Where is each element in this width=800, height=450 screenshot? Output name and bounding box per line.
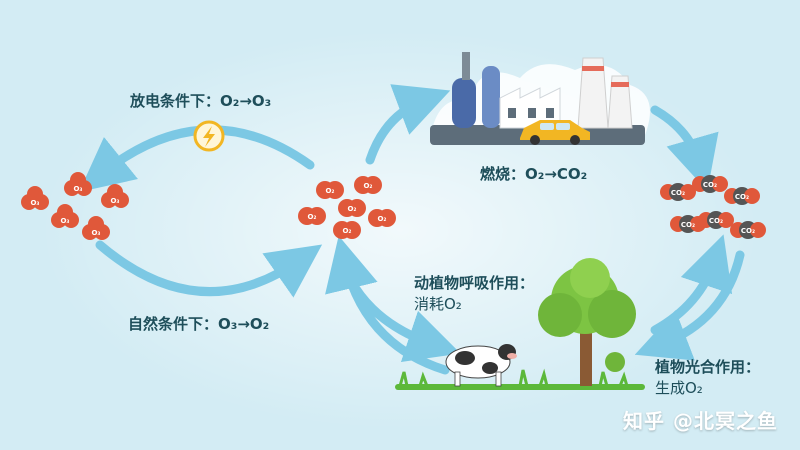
molecule-label: O₂ bbox=[377, 215, 386, 223]
molecule-label: O₂ bbox=[325, 187, 334, 195]
molecule-label: CO₂ bbox=[709, 217, 723, 225]
o3-molecule: O₃ bbox=[101, 184, 129, 208]
molecule-label: O₃ bbox=[73, 185, 82, 193]
tree-icon bbox=[538, 258, 636, 386]
molecule-label: O₂ bbox=[363, 182, 372, 190]
molecule-label: CO₂ bbox=[703, 181, 717, 189]
label-photosynthesis-title: 植物光合作用： bbox=[655, 358, 761, 376]
o2-molecule: O₂ bbox=[368, 209, 396, 227]
o2-molecule: O₂ bbox=[316, 181, 344, 199]
co2-molecule: CO₂ bbox=[698, 211, 734, 229]
co2-molecule: CO₂ bbox=[730, 221, 766, 239]
label-burning: 燃烧：O₂→CO₂ bbox=[480, 165, 588, 183]
molecule-label: O₃ bbox=[60, 217, 69, 225]
co2-molecule: CO₂ bbox=[692, 175, 728, 193]
car-icon bbox=[520, 120, 590, 145]
label-photosynthesis-sub: 生成O₂ bbox=[655, 379, 703, 397]
label-discharge: 放电条件下：O₂→O₃ bbox=[130, 92, 272, 110]
molecule-group-left: O₃ O₃ O₃ O₃ O₃ bbox=[21, 172, 129, 240]
o2-molecule: O₂ bbox=[338, 199, 366, 217]
molecule-label: O₂ bbox=[307, 213, 316, 221]
lightning-icon bbox=[193, 120, 225, 152]
watermark: 知乎 @北冥之鱼 bbox=[623, 409, 778, 433]
molecule-group-right: CO₂ CO₂ CO₂ CO₂ CO₂ CO₂ bbox=[660, 175, 766, 239]
arrow-to-factory bbox=[365, 84, 451, 165]
molecule-label: CO₂ bbox=[671, 189, 685, 197]
arrow-factory-to-co2 bbox=[650, 105, 719, 191]
arrow-o3-to-o2 bbox=[95, 240, 323, 298]
molecule-label: O₃ bbox=[30, 199, 39, 207]
molecule-label: CO₂ bbox=[741, 227, 755, 235]
arrow-photosynthesis-left bbox=[634, 250, 745, 361]
o2-molecule: O₂ bbox=[333, 221, 361, 239]
molecule-label: O₃ bbox=[110, 197, 119, 205]
molecule-label: CO₂ bbox=[681, 221, 695, 229]
o2-molecule: O₂ bbox=[298, 207, 326, 225]
molecule-label: O₃ bbox=[91, 229, 100, 237]
o2-molecule: O₂ bbox=[354, 176, 382, 194]
o3-molecule: O₃ bbox=[21, 186, 49, 210]
label-respiration-sub: 消耗O₂ bbox=[414, 295, 462, 313]
arrow-respiration-up bbox=[325, 235, 450, 375]
co2-molecule: CO₂ bbox=[670, 215, 706, 233]
label-respiration-title: 动植物呼吸作用： bbox=[414, 274, 535, 292]
co2-molecule: CO₂ bbox=[660, 183, 696, 201]
o3-molecule: O₃ bbox=[64, 172, 92, 196]
molecule-label: O₂ bbox=[347, 205, 356, 213]
o3-molecule: O₃ bbox=[82, 216, 110, 240]
molecule-label: O₂ bbox=[342, 227, 351, 235]
molecule-group-center: O₂ O₂ O₂ O₂ O₂ O₂ bbox=[298, 176, 396, 239]
label-natural: 自然条件下：O₃→O₂ bbox=[128, 315, 270, 333]
molecule-label: CO₂ bbox=[735, 193, 749, 201]
o3-molecule: O₃ bbox=[51, 204, 79, 228]
co2-molecule: CO₂ bbox=[724, 187, 760, 205]
cow-icon bbox=[445, 344, 517, 387]
